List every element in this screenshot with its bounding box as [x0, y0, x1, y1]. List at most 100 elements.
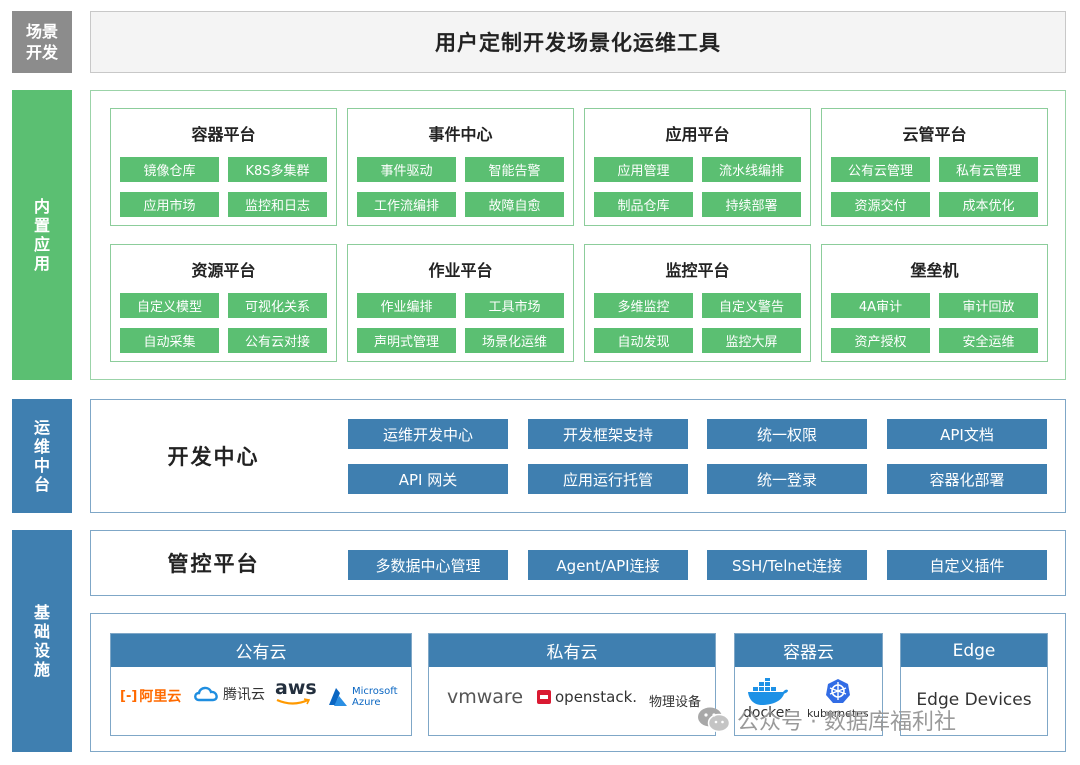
card-item[interactable]: 流水线编排	[702, 157, 801, 182]
tencent-cloud-logo-text: 腾讯云	[223, 687, 265, 703]
infra-container-cloud-title: 容器云	[735, 634, 882, 667]
side-label-ops-text: 运维中台	[33, 418, 50, 494]
card-title: 容器平台	[191, 125, 256, 144]
kubernetes-logo-text: kubernetes	[807, 707, 869, 720]
aws-logo-text: aws	[275, 677, 317, 699]
card-item[interactable]: 应用管理	[594, 157, 693, 182]
card-item[interactable]: 声明式管理	[357, 328, 456, 353]
card-item[interactable]: 公有云对接	[228, 328, 327, 353]
card-item[interactable]: 作业编排	[357, 293, 456, 318]
infra-private-cloud-title: 私有云	[429, 634, 715, 667]
card-title: 作业平台	[428, 261, 493, 280]
control-platform-item[interactable]: 自定义插件	[887, 550, 1047, 580]
card-item[interactable]: 自定义模型	[120, 293, 219, 318]
card-job-platform: 作业平台 作业编排 工具市场 声明式管理 场景化运维	[347, 244, 574, 362]
control-platform-item[interactable]: SSH/Telnet连接	[707, 550, 867, 580]
infra-public-cloud-title: 公有云	[111, 634, 411, 667]
card-item[interactable]: 智能告警	[465, 157, 564, 182]
card-item[interactable]: 成本优化	[939, 192, 1038, 217]
control-platform-item[interactable]: Agent/API连接	[528, 550, 688, 580]
card-item[interactable]: 自动发现	[594, 328, 693, 353]
side-label-scene-text: 场景开发	[25, 22, 58, 62]
side-label-infra: 基础设施	[12, 530, 72, 752]
card-container-platform: 容器平台 镜像仓库 K8S多集群 应用市场 监控和日志	[110, 108, 337, 226]
card-item[interactable]: 资产授权	[831, 328, 930, 353]
docker-logo-text: docker	[743, 705, 791, 721]
card-item[interactable]: 审计回放	[939, 293, 1038, 318]
openstack-logo-text: openstack.	[555, 688, 638, 706]
card-title: 监控平台	[665, 261, 730, 280]
dev-center-item[interactable]: 统一权限	[707, 419, 867, 449]
control-platform-frame: 管控平台 多数据中心管理 Agent/API连接 SSH/Telnet连接 自定…	[90, 530, 1066, 596]
card-item[interactable]: 场景化运维	[465, 328, 564, 353]
watermark: 公众号 · 数据库福利社	[697, 704, 956, 736]
card-item[interactable]: 4A审计	[831, 293, 930, 318]
vmware-logo: vmware	[447, 686, 523, 708]
control-platform-label: 管控平台	[167, 552, 260, 576]
card-title: 应用平台	[665, 125, 730, 144]
side-label-scene: 场景开发	[12, 11, 72, 73]
dev-center-item[interactable]: 统一登录	[707, 464, 867, 494]
card-item[interactable]: 可视化关系	[228, 293, 327, 318]
card-item[interactable]: 监控和日志	[228, 192, 327, 217]
physical-device-text: 物理设备	[649, 695, 702, 710]
card-item[interactable]: 资源交付	[831, 192, 930, 217]
docker-logo: docker	[743, 678, 790, 720]
azure-logo: Microsoft Azure	[327, 686, 404, 708]
card-item[interactable]: 事件驱动	[357, 157, 456, 182]
azure-icon	[329, 688, 347, 706]
side-label-builtin-text: 内置应用	[33, 197, 50, 273]
card-app-platform: 应用平台 应用管理 流水线编排 制品仓库 持续部署	[584, 108, 811, 226]
card-resource-platform: 资源平台 自定义模型 可视化关系 自动采集 公有云对接	[110, 244, 337, 362]
dev-center-item[interactable]: 应用运行托管	[528, 464, 688, 494]
card-item[interactable]: K8S多集群	[228, 157, 327, 182]
vmware-logo-text: vmware	[447, 686, 524, 708]
dev-center-label: 开发中心	[167, 445, 260, 469]
edge-devices-label: Edge Devices	[916, 690, 1032, 710]
dev-center-item[interactable]: API 网关	[348, 464, 508, 494]
dev-center-item[interactable]: 容器化部署	[887, 464, 1047, 494]
card-title: 堡垒机	[910, 261, 959, 280]
infra-edge: Edge Edge Devices	[900, 633, 1048, 736]
card-item[interactable]: 应用市场	[120, 192, 219, 217]
azure-logo-text: Microsoft Azure	[352, 686, 398, 708]
control-platform-item[interactable]: 多数据中心管理	[348, 550, 508, 580]
card-item[interactable]: 自动采集	[120, 328, 219, 353]
side-label-ops: 运维中台	[12, 399, 72, 513]
page-title: 用户定制开发场景化运维工具	[435, 31, 721, 55]
physical-device-label: 物理设备	[649, 691, 701, 710]
card-item[interactable]: 私有云管理	[939, 157, 1038, 182]
openstack-logo: openstack.	[537, 688, 637, 706]
top-title-frame: 用户定制开发场景化运维工具	[90, 11, 1066, 73]
card-cloud-management: 云管平台 公有云管理 私有云管理 资源交付 成本优化	[821, 108, 1048, 226]
aliyun-logo-text: 阿里云	[139, 689, 182, 705]
card-item[interactable]: 制品仓库	[594, 192, 693, 217]
dev-center-item[interactable]: 运维开发中心	[348, 419, 508, 449]
card-item[interactable]: 自定义警告	[702, 293, 801, 318]
card-title: 云管平台	[902, 125, 967, 144]
infra-container-cloud: 容器云 docker kubernetes	[734, 633, 883, 736]
card-item[interactable]: 监控大屏	[702, 328, 801, 353]
card-event-center: 事件中心 事件驱动 智能告警 工作流编排 故障自愈	[347, 108, 574, 226]
watermark-text: 公众号 · 数据库福利社	[737, 710, 956, 735]
kubernetes-logo: kubernetes	[807, 678, 869, 721]
tencent-cloud-logo: 腾讯云	[193, 684, 265, 704]
card-item[interactable]: 工作流编排	[357, 192, 456, 217]
dev-center-item[interactable]: 开发框架支持	[528, 419, 688, 449]
openstack-mark-icon	[537, 690, 551, 704]
card-monitor-platform: 监控平台 多维监控 自定义警告 自动发现 监控大屏	[584, 244, 811, 362]
dev-center-item[interactable]: API文档	[887, 419, 1047, 449]
card-item[interactable]: 安全运维	[939, 328, 1038, 353]
card-item[interactable]: 镜像仓库	[120, 157, 219, 182]
card-item[interactable]: 持续部署	[702, 192, 801, 217]
card-item[interactable]: 工具市场	[465, 293, 564, 318]
card-item[interactable]: 多维监控	[594, 293, 693, 318]
openstack-mark-inner	[540, 695, 548, 699]
side-label-infra-text: 基础设施	[33, 603, 50, 679]
card-item[interactable]: 故障自愈	[465, 192, 564, 217]
infra-private-cloud: 私有云 vmware openstack. 物理设备	[428, 633, 716, 736]
infra-public-cloud: 公有云 [-] 阿里云 腾讯云 aws Microsoft Azure	[110, 633, 412, 736]
side-label-builtin: 内置应用	[12, 90, 72, 380]
card-item[interactable]: 公有云管理	[831, 157, 930, 182]
aliyun-logo: [-] 阿里云	[120, 686, 181, 706]
